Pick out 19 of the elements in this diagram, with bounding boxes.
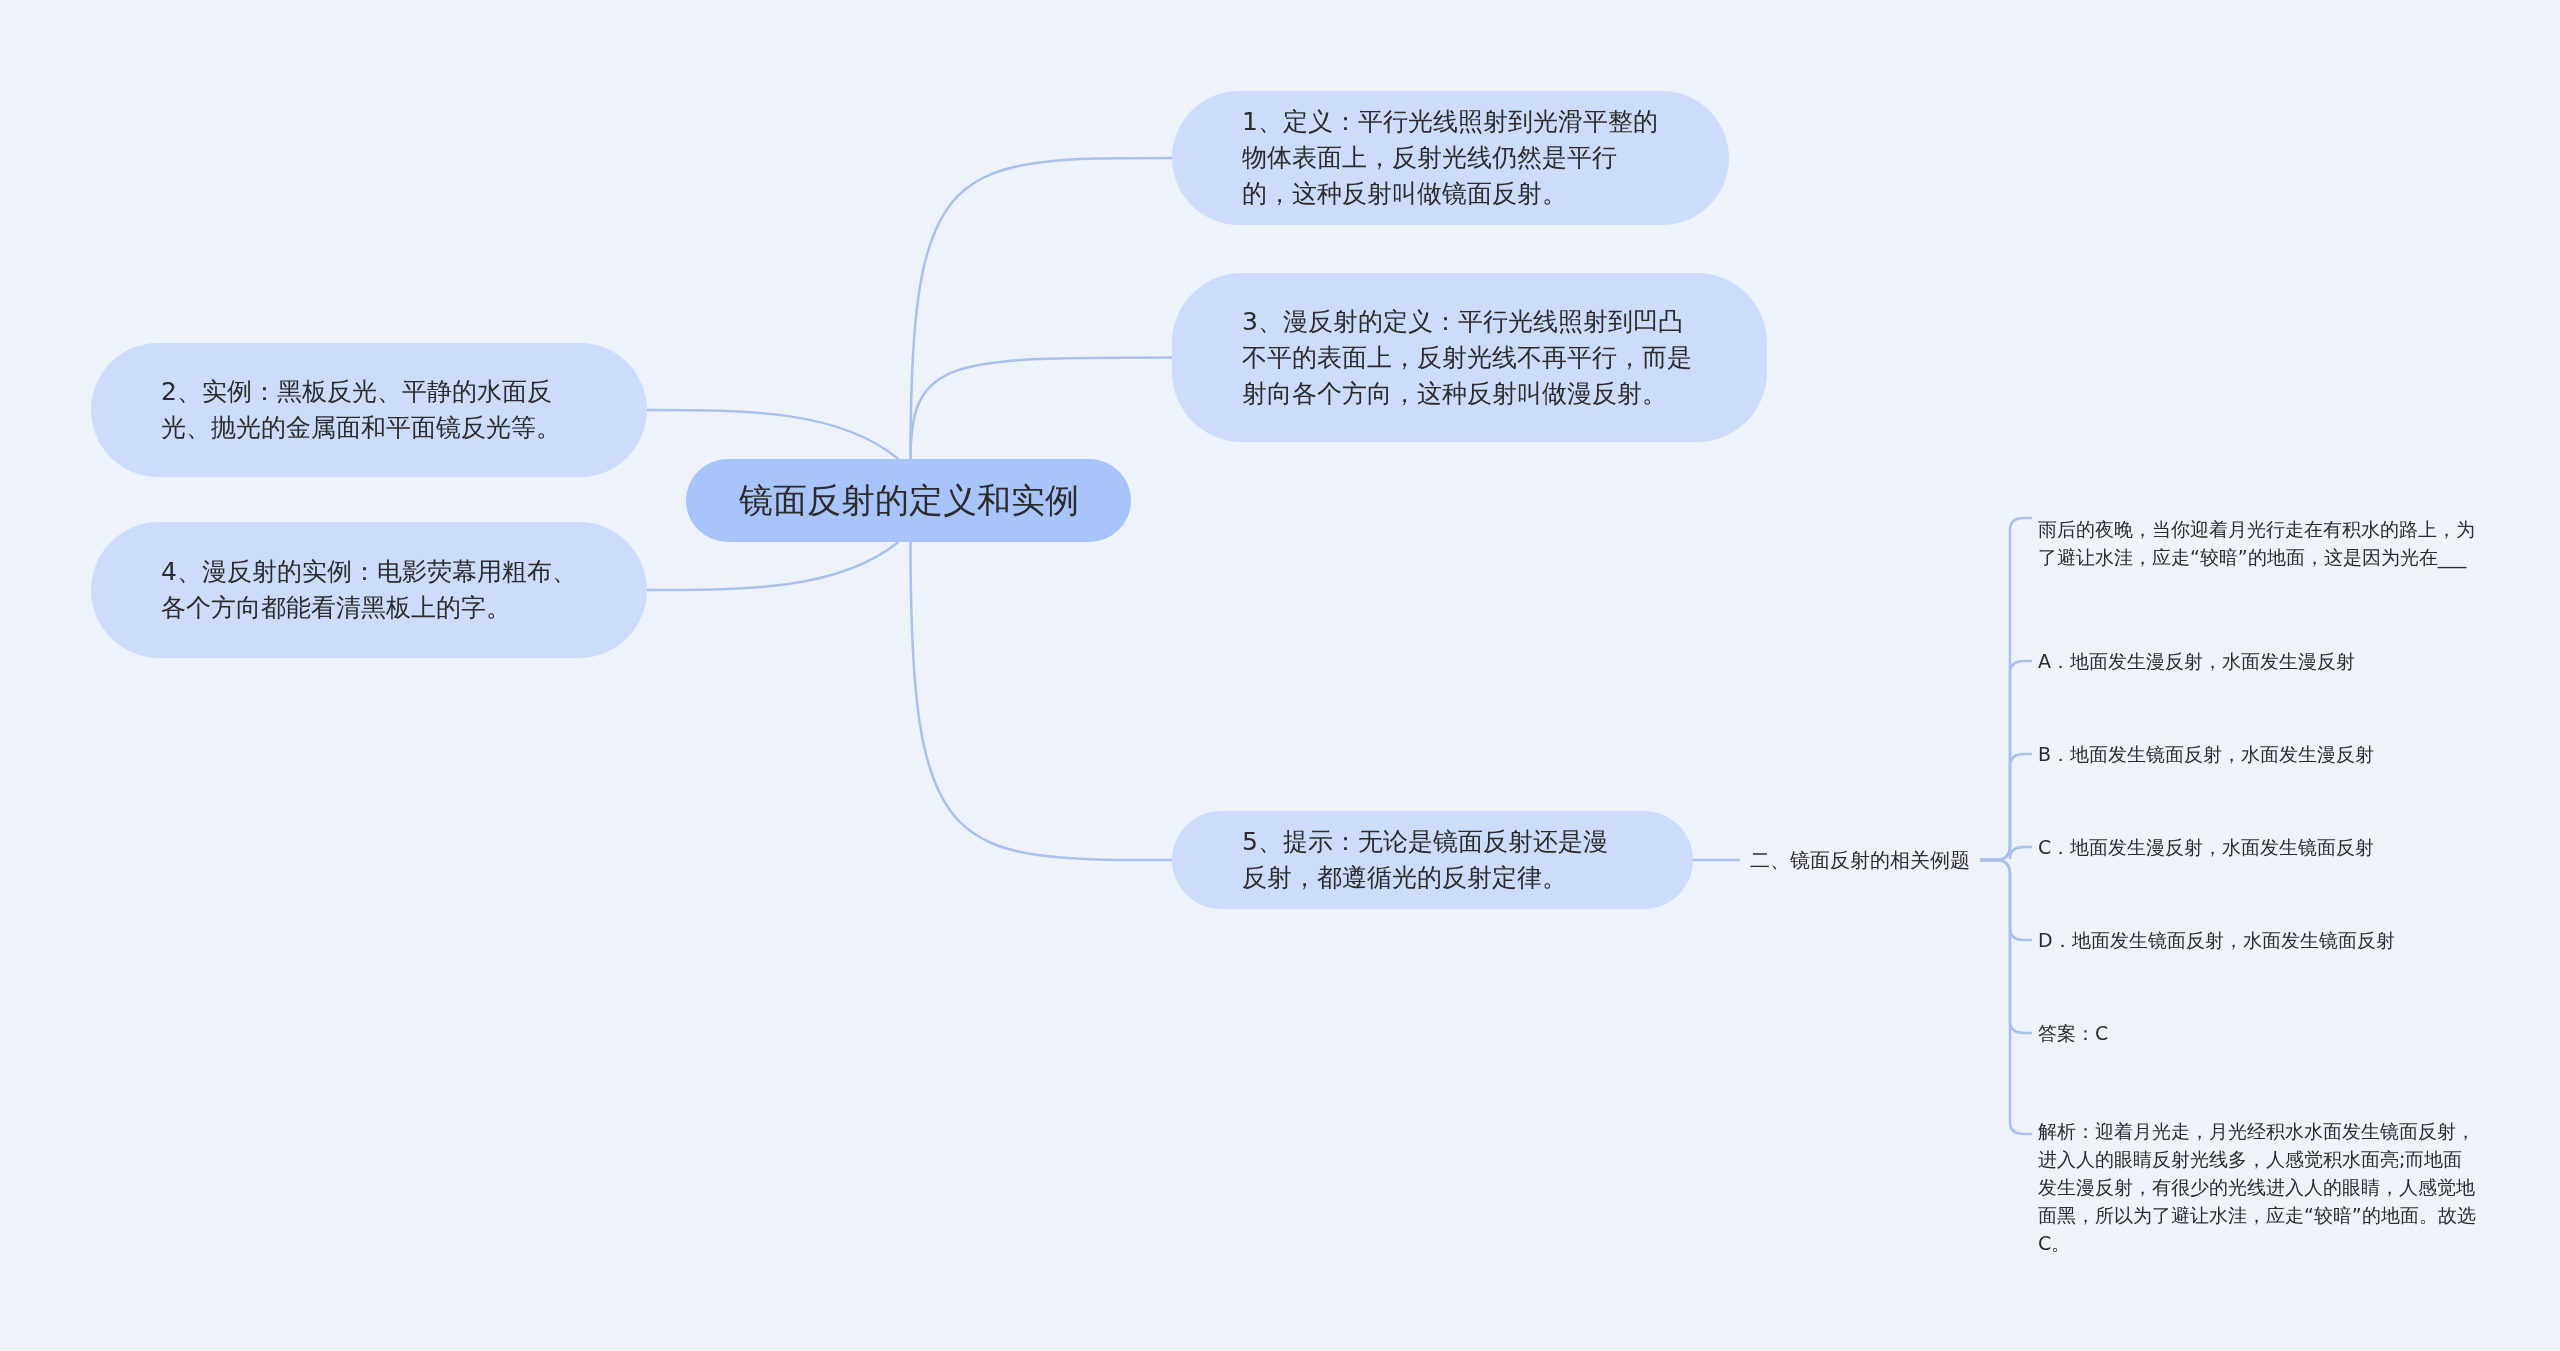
leaf-text: 雨后的夜晚，当你迎着月光行走在有积水的路上，为了避让水洼，应走“较暗”的地面，这是因为光在___ (2038, 517, 2476, 571)
connector-line (909, 356, 1172, 460)
leaf-text: D．地面发生镜面反射，水面发生镜面反射 (2038, 928, 2395, 953)
leaf-text: A．地面发生漫反射，水面发生漫反射 (2038, 649, 2355, 674)
connector-line (909, 542, 1172, 862)
topic-text: 镜面反射的定义和实例 (738, 478, 1079, 522)
connector-line (647, 540, 900, 592)
leaf-text: C．地面发生漫反射，水面发生镜面反射 (2038, 835, 2375, 860)
topic-text: 2、实例：黑板反光、平静的水面反光、抛光的金属面和平面镜反光等。 (161, 376, 562, 444)
topic-text: 3、漫反射的定义：平行光线照射到凹凸不平的表面上，反射光线不再平行，而是射向各个方向，这种反射叫做漫反射。 (1242, 305, 1693, 410)
connector-line (647, 408, 900, 460)
topic-text: 1、定义：平行光线照射到光滑平整的物体表面上，反射光线仍然是平行的，这种反射叫做镜面反射。 (1242, 106, 1659, 210)
leaf-text: B．地面发生镜面反射，水面发生漫反射 (2038, 742, 2375, 767)
leaf-text: 解析：迎着月光走，月光经积水水面发生镜面反射，进入人的眼睛反射光线多，人感觉积水面亮;而地面发生漫反射，有很少的光线进入人的眼睛，人感觉地面黑，所以为了避让水洼，应走“较暗”的地面。故选C。 (2038, 1119, 2477, 1256)
topic-text: 4、漫反射的实例：电影荧幕用粗布、各个方向都能看清黑板上的字。 (161, 556, 577, 624)
leaf-text: 答案：C (2038, 1021, 2109, 1046)
topic-text: 5、提示：无论是镜面反射还是漫反射，都遵循光的反射定律。 (1242, 826, 1609, 894)
connector-line (1693, 858, 1740, 862)
subtopic-text: 二、镜面反射的相关例题 (1750, 846, 1970, 874)
